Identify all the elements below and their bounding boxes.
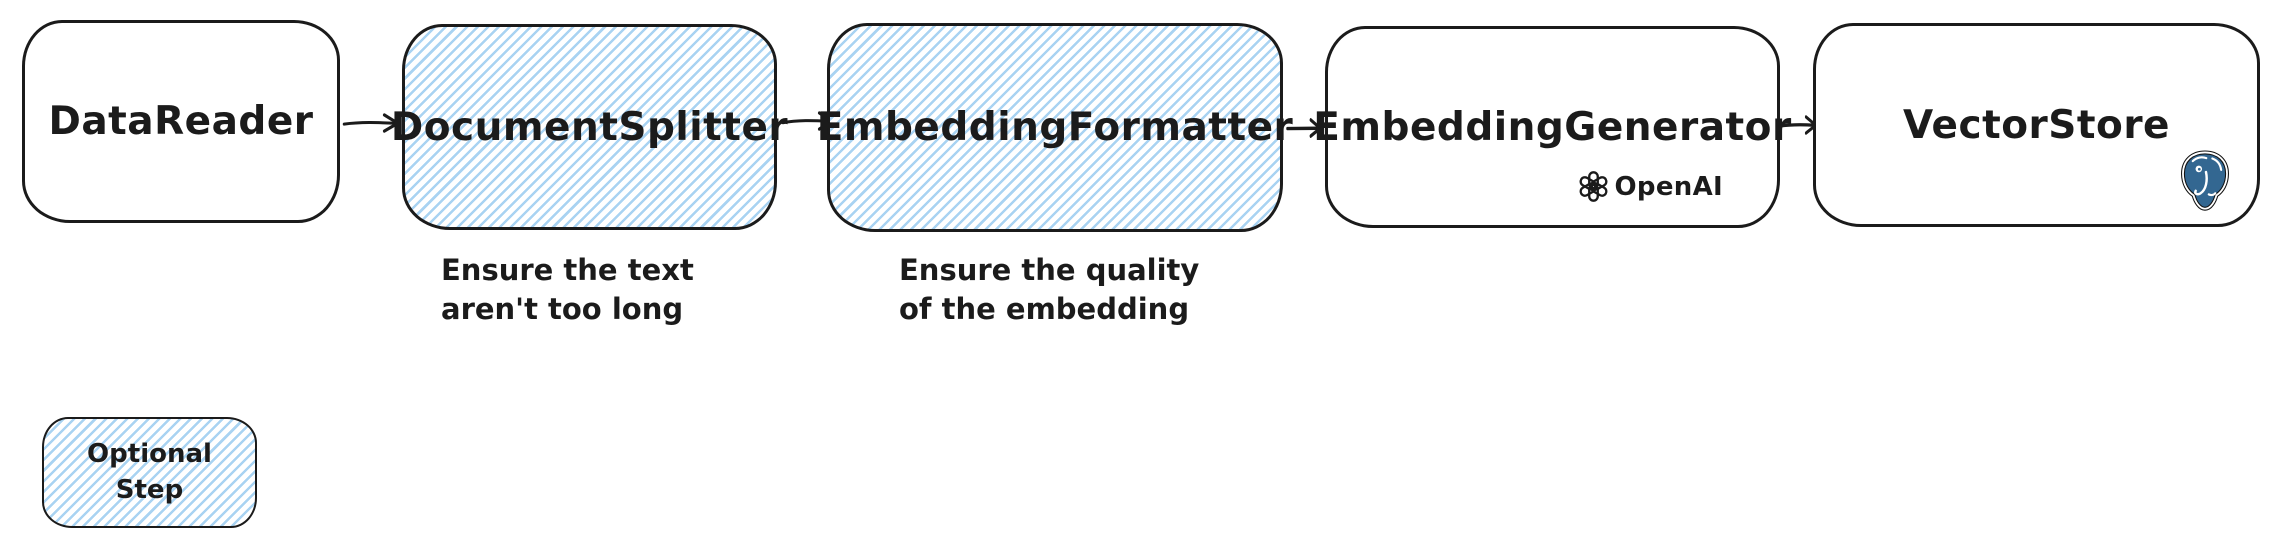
openai-wordmark: OpenAI	[1614, 171, 1723, 202]
arrow-right-icon	[1286, 118, 1322, 138]
node-documentsplitter: DocumentSplitter	[391, 24, 788, 230]
node-label: DocumentSplitter	[390, 104, 789, 150]
node-datareader: DataReader	[22, 20, 340, 223]
note-document-splitter: Ensure the text aren't too long	[441, 253, 694, 327]
node-label: VectorStore	[1903, 102, 2170, 148]
openai-logo: OpenAI	[1577, 170, 1723, 203]
legend-optional-step: Optional Step	[42, 417, 257, 528]
flow-arrow-1	[342, 108, 404, 138]
note-embedding-formatter: Ensure the quality of the embedding	[899, 253, 1200, 327]
node-embeddinggenerator: EmbeddingGenerator OpenAI	[1313, 26, 1791, 228]
legend-label: Optional Step	[87, 439, 212, 505]
flow-arrow-3	[1286, 114, 1324, 142]
node-label: EmbeddingFormatter	[816, 105, 1294, 150]
arrow-right-icon	[342, 113, 400, 133]
node-label: DataReader	[48, 99, 314, 144]
node-vectorstore: VectorStore	[1813, 23, 2260, 227]
postgresql-icon	[2175, 150, 2235, 212]
node-embeddingformatter: EmbeddingFormatter	[817, 23, 1293, 232]
node-label: EmbeddingGenerator	[1313, 104, 1792, 150]
openai-icon	[1577, 170, 1610, 203]
